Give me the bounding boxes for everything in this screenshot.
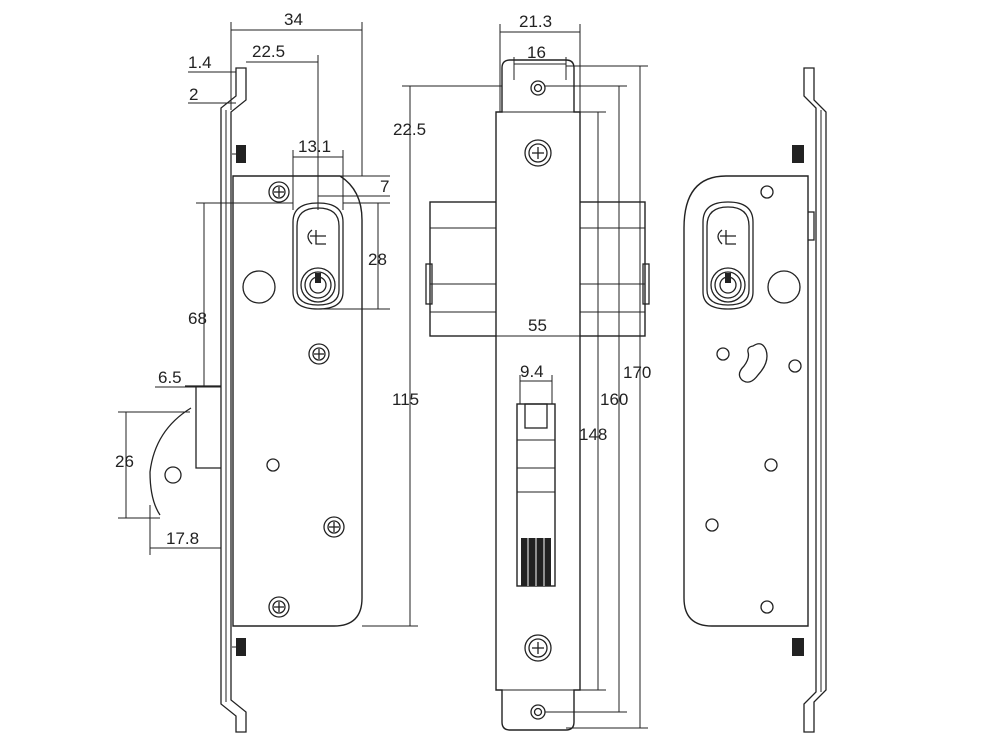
dim-26: 26 [115,452,134,471]
front-view: 21.3 16 55 9.4 148 160 170 [425,12,651,731]
dim-34: 34 [284,10,303,29]
small-hole [760,185,774,199]
screw-icon [268,596,290,618]
dim-7: 7 [380,177,389,196]
dim-2: 2 [189,85,198,104]
dim-1-4: 1.4 [188,53,212,72]
screw-icon [524,634,552,662]
dim-170: 170 [623,363,651,382]
dim-55: 55 [528,316,547,335]
left-side-view: 34 22.5 1.4 2 13.1 7 28 22.5 68 6.5 26 1… [115,10,520,733]
small-hole [764,458,778,472]
screw-icon [308,343,330,365]
faceplate-screw-bottom [236,638,246,656]
front-faceplate [495,59,581,731]
dim-17-8: 17.8 [166,529,199,548]
small-hole [716,347,730,361]
small-hole [705,518,719,532]
cylinder-keyhole-icon [292,202,344,310]
dim-16: 16 [527,43,546,62]
faceplate-screw-top [792,145,804,163]
dim-6-5: 6.5 [158,368,182,387]
latch-front [516,403,556,587]
cylinder-keyhole-icon [702,201,754,310]
dim-68: 68 [188,309,207,328]
dim-13-1: 13.1 [298,137,331,156]
right-side-view [683,67,827,733]
dim-148: 148 [579,425,607,444]
screw-icon [323,516,345,538]
fixing-hole [242,270,276,304]
faceplate-hole-top [530,80,546,96]
right-faceplate [803,67,827,733]
faceplate-screw-bottom [792,638,804,656]
dim-115: 115 [392,390,419,409]
dim-21-3: 21.3 [519,12,552,31]
small-hole [266,458,280,472]
latch-bolt [149,385,221,516]
fixing-hole [767,270,801,304]
dim-9-4: 9.4 [520,362,544,381]
small-hole [788,359,802,373]
screw-icon [268,181,290,203]
screw-icon [524,139,552,167]
dim-22-5: 22.5 [252,42,285,61]
front-dimension-lines [430,24,648,729]
small-hole [760,600,774,614]
left-lock-body [232,175,363,627]
left-faceplate [220,67,247,733]
dim-160: 160 [600,390,628,409]
dim-22-5-vertical: 22.5 [393,120,426,139]
dim-28: 28 [368,250,387,269]
bean-slot [738,343,768,383]
faceplate-screw-top [236,145,246,163]
dimension-lines [118,22,520,627]
